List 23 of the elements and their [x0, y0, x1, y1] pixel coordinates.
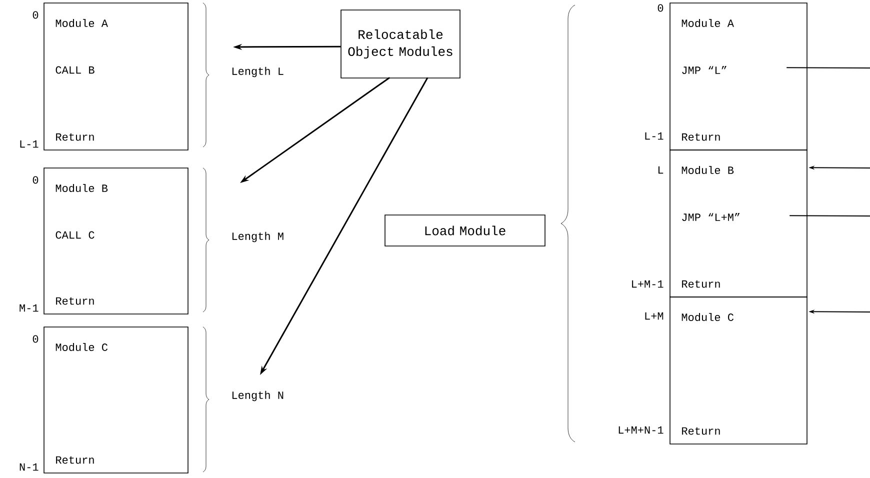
length-label: Length M — [232, 232, 284, 242]
memory-section: Module A JMP “L” Return 0 L-1 — [645, 2, 808, 150]
node-label: 0 — [658, 4, 664, 12]
memory-section: Module B JMP “L+M” Return L L+M-1 — [632, 150, 808, 298]
label-box: Relocatable Object Modules — [340, 10, 460, 78]
node-label: 0 — [32, 335, 38, 343]
node-label: L-1 — [20, 140, 38, 148]
memory-box: Module C Return 0 N-1 — [20, 326, 188, 474]
length-label: Length L — [232, 66, 284, 78]
memory-box: Module B CALL C Return 0 M-1 — [20, 168, 188, 314]
node-label: L+M+N-1 — [618, 426, 664, 434]
node-label: 0 — [32, 176, 38, 184]
node-label: L-1 — [645, 132, 664, 140]
label-box: Load Module — [384, 214, 546, 246]
node-label: M-1 — [20, 304, 38, 312]
memory-box: Module A CALL B Return 0 L-1 — [20, 2, 188, 150]
node-label: N-1 — [20, 463, 38, 471]
node-label: L+M — [645, 312, 664, 320]
node-label: L — [658, 166, 664, 174]
node-label: L+M-1 — [632, 280, 664, 288]
memory-section: Module C Return L+M L+M+N-1 — [618, 296, 808, 444]
node-label: 0 — [32, 11, 38, 19]
length-label: Length N — [232, 390, 284, 402]
